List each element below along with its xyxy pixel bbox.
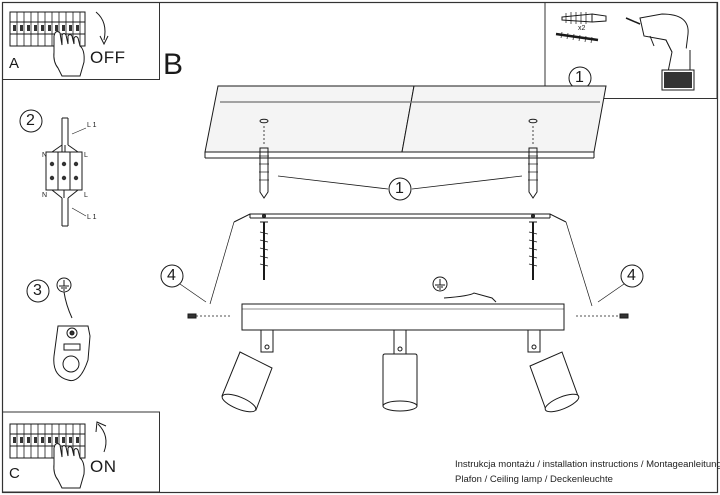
ceiling	[204, 85, 607, 159]
mounting-bracket	[233, 213, 567, 223]
spot-left	[221, 329, 274, 413]
clamp-icon	[53, 325, 91, 382]
terminal-block-icon	[45, 151, 83, 191]
panel-c-switch-on	[2, 411, 160, 493]
earth-symbol-icon	[432, 276, 448, 292]
step-3-earth	[26, 277, 91, 382]
on-label: ON	[90, 457, 117, 476]
hand-icon	[53, 31, 85, 77]
step-1-callout	[277, 175, 523, 201]
wire-label-n-top: N	[42, 152, 48, 159]
step-4-right	[576, 264, 644, 319]
wire-label-l-bottom: L	[84, 192, 88, 199]
wire-label-l1-top: L 1	[87, 122, 97, 129]
wire-label-n-bottom: N	[42, 192, 48, 199]
step-4-number-left: 4	[167, 267, 176, 284]
step-4-left	[160, 264, 230, 319]
off-label: OFF	[90, 48, 126, 67]
wire-label-l-top: L	[84, 152, 88, 159]
footer-line-2: Plafon / Ceiling lamp / Deckenleuchte	[455, 474, 613, 485]
earth-connection	[432, 276, 497, 303]
quantity-label: x2	[578, 25, 586, 32]
wall-plug-right	[528, 126, 538, 199]
wire-label-l1-bottom: L 1	[87, 214, 97, 221]
lamp-body	[241, 303, 565, 331]
hand-icon	[53, 443, 85, 489]
screw-right	[528, 221, 538, 280]
panel-1-tools	[544, 2, 718, 99]
step-3-number: 3	[33, 282, 42, 299]
panel-a-switch-off	[2, 2, 160, 80]
step-3-circle	[26, 279, 50, 303]
drill-icon	[625, 13, 695, 91]
step-4-number-right: 4	[627, 267, 636, 284]
panel-c-letter: C	[9, 465, 20, 482]
screw-left	[259, 221, 269, 280]
arrow-down-icon	[95, 11, 106, 41]
panel-a-letter: A	[9, 55, 20, 72]
panel-b-letter: B	[163, 48, 184, 81]
step-2-number: 2	[26, 112, 35, 129]
wall-plug-icon	[561, 13, 593, 23]
step-1-number-main: 1	[395, 180, 404, 197]
spot-right	[527, 329, 580, 413]
step-2-circle	[19, 109, 43, 133]
step-2-wiring	[19, 109, 87, 227]
step-1-number-tools: 1	[575, 69, 584, 86]
footer-line-1: Instrukcja montażu / installation instru…	[455, 459, 720, 470]
spot-center	[382, 329, 418, 412]
screw-icon	[555, 32, 599, 42]
arrow-up-icon	[97, 423, 107, 453]
fuse-box-icon	[9, 423, 86, 459]
wall-plug-left	[259, 126, 269, 199]
